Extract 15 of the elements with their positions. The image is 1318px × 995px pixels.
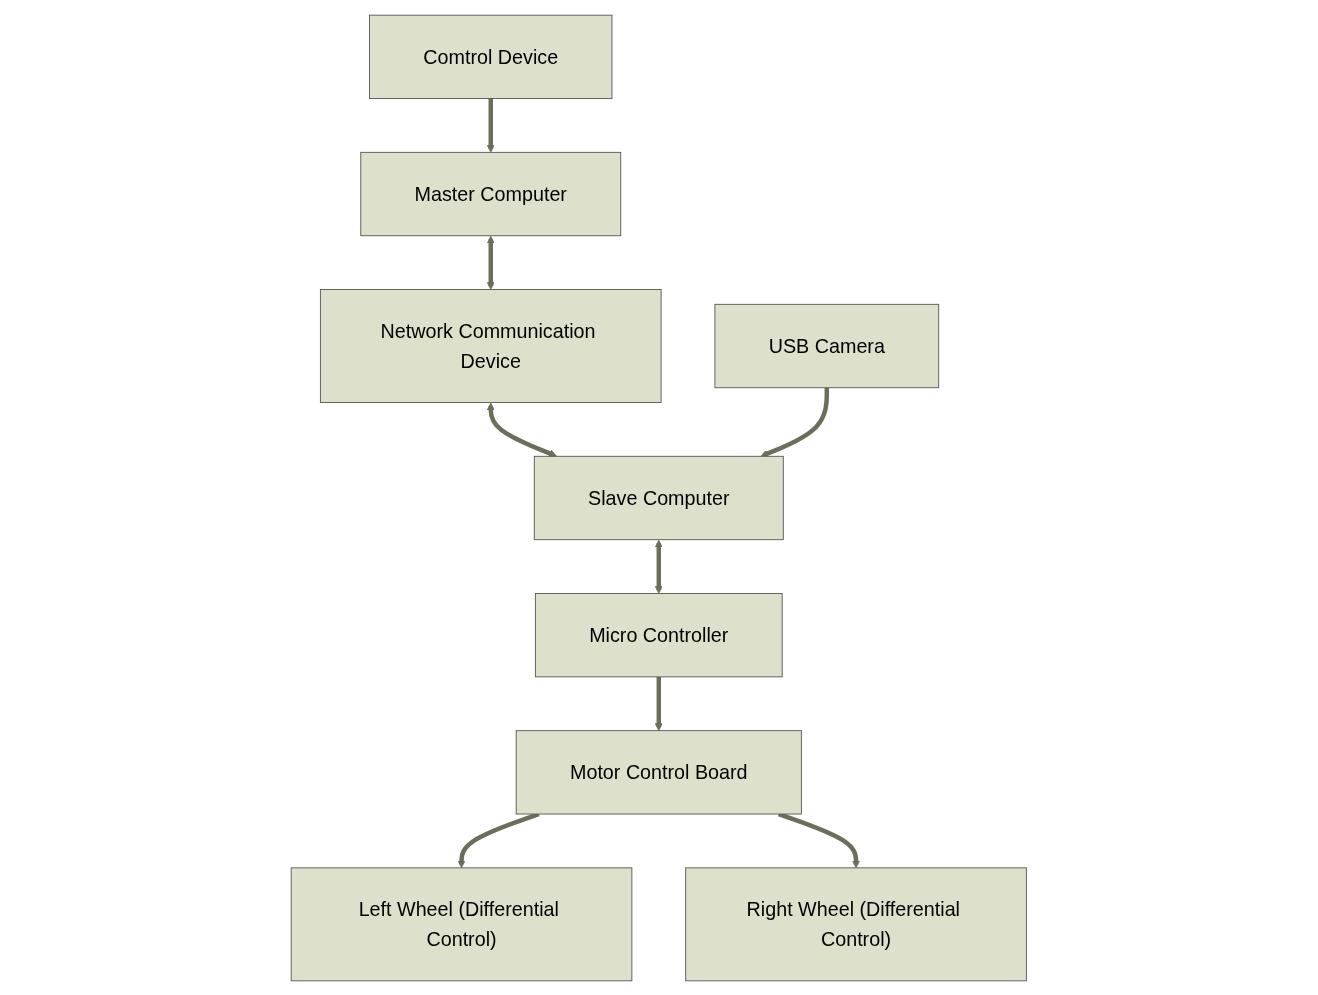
arrow — [655, 539, 663, 594]
node-box: Motor Control Board — [515, 729, 803, 814]
arrow — [760, 387, 830, 457]
node-box: USB Camera — [714, 303, 940, 388]
node-box: Comtrol Device — [369, 14, 613, 99]
node-box: Master Computer — [360, 151, 622, 236]
arrow — [655, 676, 663, 731]
node-box: Left Wheel (Differential Control) — [290, 866, 633, 981]
arrow — [487, 402, 558, 457]
node-box: Micro Controller — [535, 592, 783, 677]
node-box: Network Communication Device — [320, 288, 662, 403]
node-box: Slave Computer — [534, 455, 784, 540]
node-box: Right Wheel (Differential Control) — [685, 866, 1028, 981]
arrow — [487, 98, 495, 153]
arrow — [487, 235, 495, 290]
